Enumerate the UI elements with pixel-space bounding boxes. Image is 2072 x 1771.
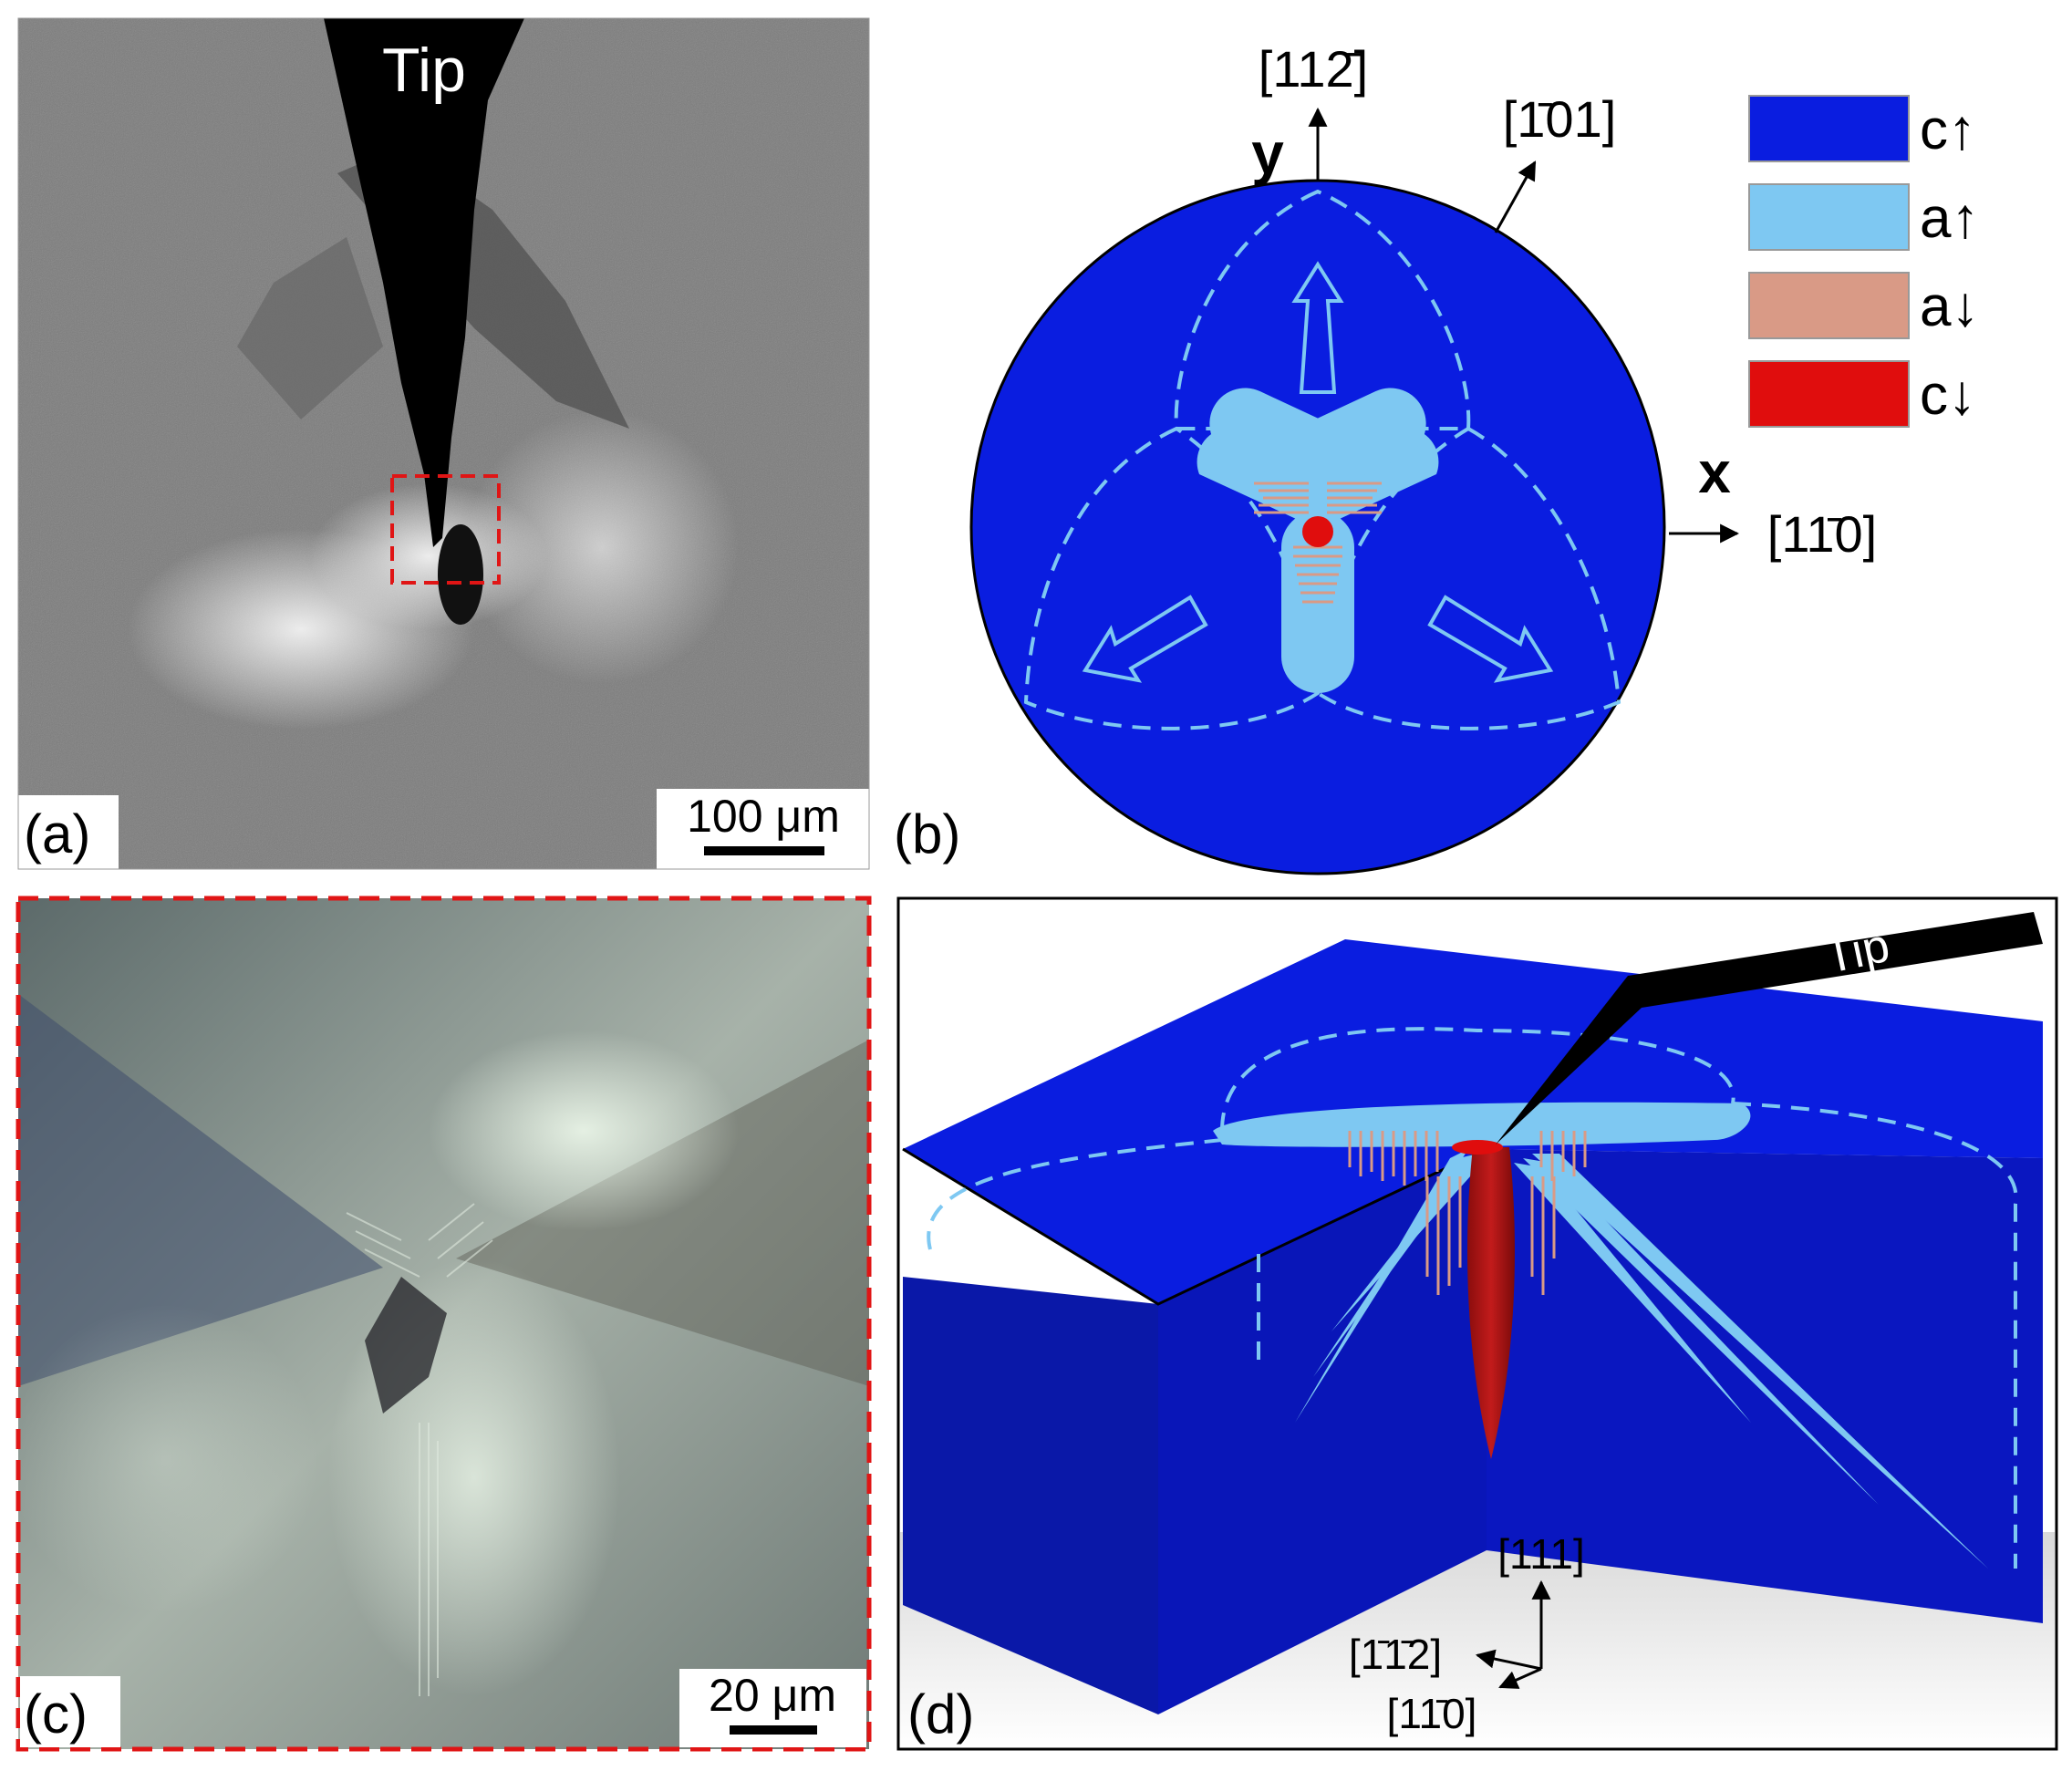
axis-x-label: x (1698, 440, 1731, 505)
legend-c-down-swatch (1748, 360, 1910, 428)
indent-center (365, 1277, 447, 1414)
scale-bar-c (730, 1725, 817, 1735)
bright-lower (328, 1258, 620, 1696)
axis-110-arrow (1498, 1667, 1542, 1689)
probe-tip-shape (324, 18, 524, 547)
c-down-dot (1302, 516, 1333, 547)
axis-y-label: y (1251, 120, 1284, 186)
dashed-lobe-left (1023, 426, 1321, 730)
bright-lower-left (9, 1304, 319, 1614)
dashed-lobe-left (927, 1138, 1223, 1250)
bright-lobe-right (465, 410, 739, 684)
panel-c: (c) 20 μm (9, 896, 872, 1752)
c-down-cone (1467, 1147, 1515, 1459)
zoom-region-box (390, 474, 501, 585)
probe-tip-shape (1496, 912, 2043, 1144)
arrow-left-icon (1082, 595, 1208, 683)
dashed-lobe-back (1220, 1027, 1735, 1132)
scale-bar-a (704, 846, 824, 855)
panel-d-label: (d) (907, 1683, 974, 1745)
dark-region-left (237, 237, 383, 419)
panel-a: Tip (a) 100 μm (17, 17, 870, 870)
legend-c-up-swatch (1748, 95, 1910, 162)
panel-d-tip-label: Tip (1820, 919, 1894, 984)
dashed-lobe-right (1732, 1102, 2018, 1569)
legend-c-up-label: c↑ (1920, 98, 1976, 161)
legend-a-up-swatch (1748, 183, 1910, 251)
dir-diag-label: [1̄01] (1503, 90, 1617, 148)
panel-a-label-bg (18, 795, 119, 869)
panel-a-label: (a) (24, 803, 90, 865)
axis-111-label: [111] (1497, 1530, 1584, 1578)
panel-b: y [112̄] [1̄01] x [11̄0] (b) c↑ a↑ a↓ c↓ (894, 40, 1979, 875)
panel-c-label-bg (20, 1676, 120, 1747)
dashed-lobe-right (1315, 426, 1621, 730)
block-front-left (903, 1277, 1158, 1714)
arrow-up-icon (1291, 261, 1344, 394)
legend-a-down-swatch (1748, 272, 1910, 339)
a-up-needles (1295, 1149, 1988, 1569)
scale-bar-a-bg (657, 789, 869, 869)
panel-a-tip-label: Tip (382, 36, 466, 105)
panel-c-label: (c) (24, 1683, 88, 1745)
c-down-top (1452, 1140, 1503, 1155)
axis-112-arrow (1475, 1649, 1542, 1671)
axis-110-label: [11̄0] (1387, 1690, 1477, 1737)
block-edge (902, 1147, 1487, 1306)
legend-a-down-label: a↓ (1920, 275, 1979, 338)
dark-spot (438, 524, 483, 625)
domain-striations (346, 1203, 493, 1696)
legend-a-up-label: a↑ (1920, 187, 1979, 250)
block-front-middle (1158, 1149, 1487, 1714)
legend-c-down-label: c↓ (1920, 364, 1976, 427)
bright-lobe-center (310, 483, 547, 629)
dir-y-label: [112̄] (1259, 40, 1368, 98)
axis-112-label: [1̄1̄2] (1349, 1631, 1442, 1678)
a-up-band (1213, 1102, 1751, 1147)
a-down-hatch (1348, 1131, 1587, 1295)
legend: c↑ a↑ a↓ c↓ (1748, 95, 1979, 428)
diag-arrow (1494, 161, 1537, 233)
dark-blue-wedge (18, 994, 383, 1386)
arrow-right-icon (1427, 595, 1554, 683)
panel-b-label: (b) (894, 803, 960, 865)
zoom-frame (16, 896, 872, 1752)
panel-d: Tip [111] [1̄1̄2] [11̄0] (d) (896, 896, 2058, 1751)
dir-x-label: [11̄0] (1767, 505, 1877, 563)
scale-bar-c-label: 20 μm (709, 1670, 836, 1721)
scale-bar-a-label: 100 μm (687, 791, 840, 842)
bright-upper-right (429, 1030, 739, 1231)
panel-a-frame (17, 17, 870, 870)
